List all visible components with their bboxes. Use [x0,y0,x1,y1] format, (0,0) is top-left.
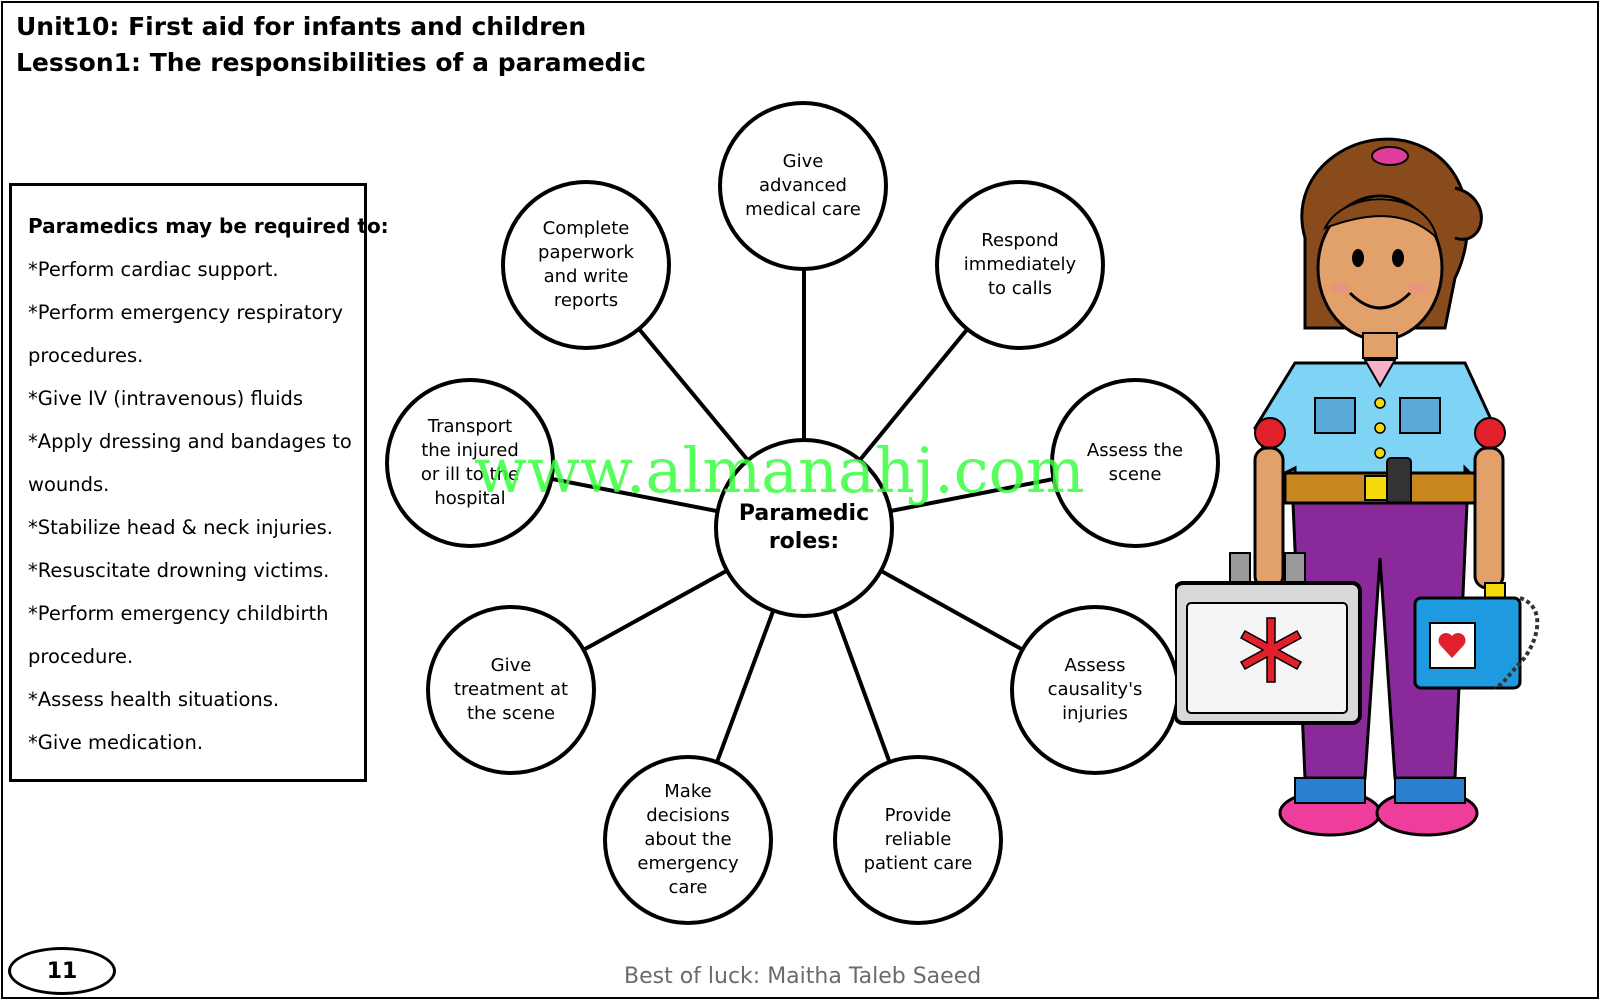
duty-line: *Perform emergency respiratory [28,301,343,324]
role-label: Transport the injured or ill to the hosp… [420,416,520,509]
page-number: 11 [8,947,116,995]
role-label: Respond immediately to calls [963,230,1077,299]
unit-title: Unit10: First aid for infants and childr… [16,12,587,41]
duty-line: procedures. [28,344,144,367]
role-circle: Transport the injured or ill to the hosp… [385,378,555,548]
role-label: Assess the scene [1086,440,1184,485]
role-circle: Respond immediately to calls [935,180,1105,350]
duties-box: Paramedics may be required to: *Perform … [9,183,389,782]
footer-credit: Best of luck: Maitha Taleb Saeed [624,964,982,989]
center-circle: Paramedic roles: [714,438,894,618]
watermark-text: www.almanahj.com [474,434,1085,507]
role-circle: Give advanced medical care [718,101,888,271]
duty-line: *Stabilize head & neck injuries. [28,516,333,539]
role-circle: Assess the scene [1050,378,1220,548]
role-label: Give treatment at the scene [453,655,569,724]
role-label: Give advanced medical care [745,151,861,220]
center-label: Paramedic roles: [738,501,870,554]
duty-line: *Assess health situations. [28,688,280,711]
duty-line: *Perform emergency childbirth [28,602,329,625]
duty-line: procedure. [28,645,134,668]
duty-line: *Perform cardiac support. [28,258,279,281]
role-circle: Assess causality's injuries [1010,605,1180,775]
role-label: Assess causality's injuries [1047,655,1143,724]
role-label: Provide reliable patient care [863,805,973,874]
duties-heading: Paramedics may be required to: [28,214,389,238]
duty-line: *Apply dressing and bandages to [28,430,352,453]
duty-line: wounds. [28,473,110,496]
role-circle: Make decisions about the emergency care [603,755,773,925]
role-label: Complete paperwork and write reports [538,218,634,311]
duty-line: *Give IV (intravenous) fluids [28,387,304,410]
duty-line: *Resuscitate drowning victims. [28,559,330,582]
role-circle: Provide reliable patient care [833,755,1003,925]
lesson-title: Lesson1: The responsibilities of a param… [16,48,646,77]
role-circle: Complete paperwork and write reports [501,180,671,350]
paramedic-illustration-icon [1175,137,1540,837]
duty-line: *Give medication. [28,731,204,754]
role-label: Make decisions about the emergency care [637,781,739,898]
role-circle: Give treatment at the scene [426,605,596,775]
